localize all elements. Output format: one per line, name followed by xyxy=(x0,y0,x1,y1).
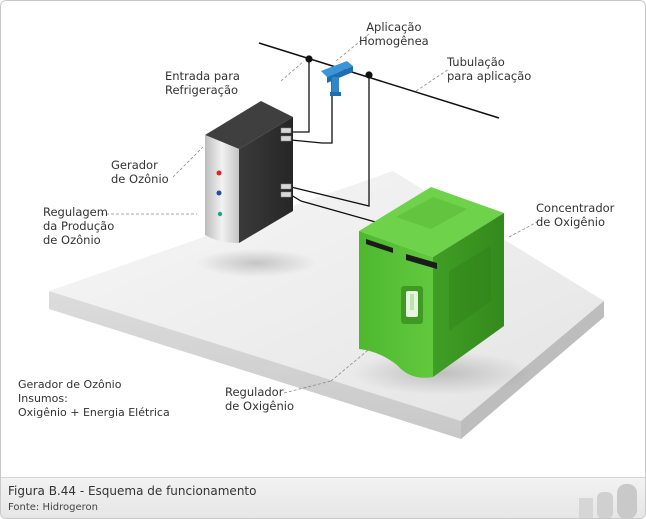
info-block: Gerador de Ozônio Insumos: Oxigênio + En… xyxy=(18,378,170,420)
label-line: da Produção xyxy=(43,219,115,233)
caption-title: Figura B.44 - Esquema de funcionamento xyxy=(8,484,257,498)
label-line: de Oxigênio xyxy=(536,215,605,229)
label-line: para aplicação xyxy=(447,69,532,83)
generator-fittings xyxy=(280,127,292,198)
label-gerador-ozonio: Gerador de Ozônio xyxy=(111,158,169,186)
label-line: Regulador xyxy=(225,385,284,399)
label-line: de Oxigênio xyxy=(225,399,294,413)
indicator-led-blue xyxy=(216,190,222,196)
label-line: de Ozônio xyxy=(111,172,169,186)
label-regulagem-producao: Regulagem da Produção de Ozônio xyxy=(43,205,114,247)
caption-bar: Figura B.44 - Esquema de funcionamento F… xyxy=(1,477,645,518)
homogeneous-application-nozzle xyxy=(321,61,353,96)
label-line: Gerador xyxy=(111,158,158,172)
info-line: Gerador de Ozônio xyxy=(18,378,122,391)
label-line: Entrada para xyxy=(165,69,240,83)
indicator-led-red xyxy=(216,170,222,176)
pipe-junction xyxy=(365,71,373,79)
label-line: Regulagem xyxy=(43,205,108,219)
label-regulador-oxigenio: Regulador de Oxigênio xyxy=(225,385,294,413)
indicator-led-teal xyxy=(217,211,223,217)
info-line: Insumos: xyxy=(18,392,68,405)
label-line: de Ozônio xyxy=(43,233,101,247)
pipe-connections xyxy=(290,59,380,224)
label-line: Aplicação xyxy=(366,20,422,34)
main-pipe xyxy=(258,42,500,119)
caption-source: Fonte: Hidrogeron xyxy=(8,502,98,513)
oxygen-concentrator xyxy=(359,187,504,378)
label-line: Tubulação xyxy=(447,55,505,69)
decorative-logo-shapes xyxy=(579,484,637,518)
leader-lines xyxy=(101,33,540,394)
label-line: Concentrador xyxy=(536,201,615,215)
label-line: Homogênea xyxy=(359,34,429,48)
label-line: Refrigeração xyxy=(165,83,239,97)
label-concentrador-oxigenio: Concentrador de Oxigênio xyxy=(536,201,614,229)
label-entrada-refrigeracao: Entrada para Refrigeração xyxy=(165,69,240,97)
info-line: Oxigênio + Energia Elétrica xyxy=(18,406,170,419)
label-tubulacao: Tubulação para aplicação xyxy=(447,55,531,83)
ozone-generator xyxy=(205,101,293,243)
generator-shadow xyxy=(196,249,316,277)
pipe-junction xyxy=(305,55,313,63)
ozone-system-diagram xyxy=(49,33,604,439)
label-aplicacao-homogenea: Aplicação Homogênea xyxy=(359,20,429,48)
